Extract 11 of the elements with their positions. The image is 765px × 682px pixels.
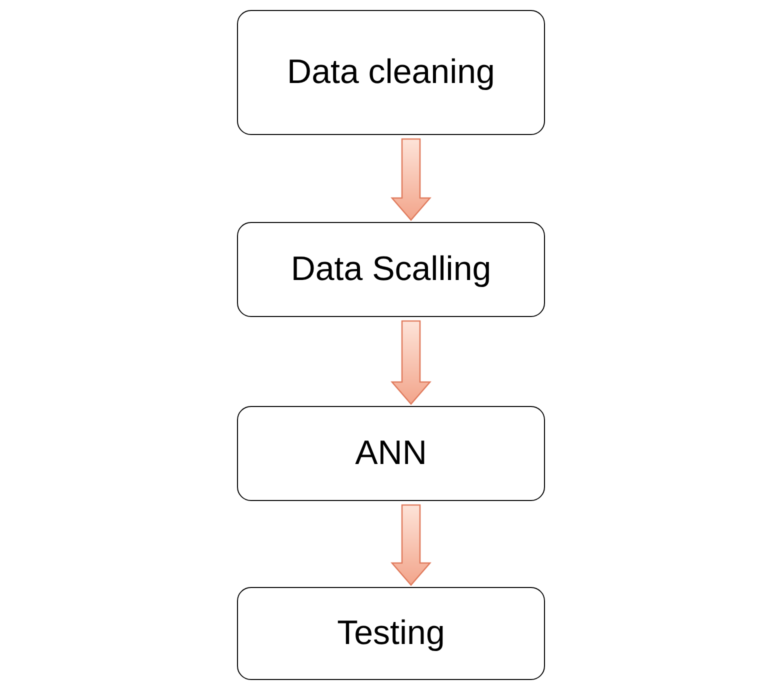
process-box: [237, 587, 545, 680]
process-box: [237, 10, 545, 135]
box-label: ANN: [355, 434, 427, 473]
block-arrow: [390, 320, 432, 405]
box-label: Data Scalling: [290, 250, 492, 289]
process-box: [237, 222, 545, 317]
box-label: Testing: [337, 614, 445, 653]
block-arrow: [390, 504, 432, 586]
block-arrow: [390, 138, 432, 221]
box-label: Data cleaning: [287, 53, 495, 92]
process-box: [237, 406, 545, 501]
